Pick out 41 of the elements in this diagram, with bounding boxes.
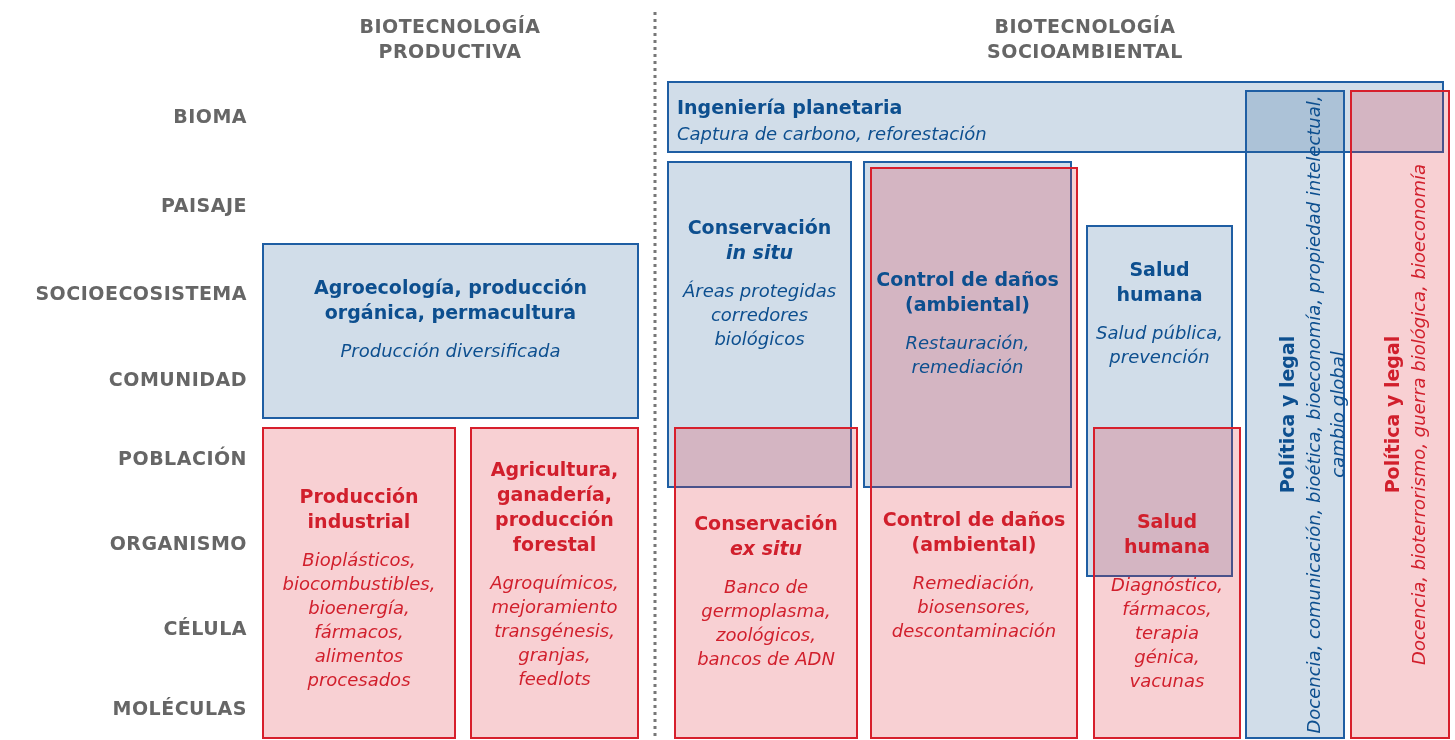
box-heading: Control de daños (ambiental) [881, 507, 1067, 557]
category-box [262, 243, 639, 419]
box-description: Restauración, remediación [904, 331, 1031, 379]
level-label: COMUNIDAD [108, 368, 247, 390]
category-box [262, 427, 456, 739]
box-heading: Salud humana [1123, 509, 1211, 559]
level-label: PAISAJE [161, 194, 247, 216]
section-heading: BIOTECNOLOGÍA SOCIOAMBIENTAL [986, 14, 1184, 64]
level-label: ORGANISMO [109, 532, 247, 554]
category-box [870, 167, 1078, 739]
level-label: MOLÉCULAS [112, 697, 247, 719]
box-heading: Conservación ex situ [693, 511, 839, 561]
level-label: CÉLULA [163, 617, 247, 639]
box-description: Áreas protegidas corredores biológicos [681, 279, 838, 351]
category-box [667, 161, 852, 488]
level-label: SOCIOECOSISTEMA [35, 282, 247, 304]
box-heading: Agricultura, ganadería, producción forestal [489, 457, 620, 557]
level-label: BIOMA [173, 105, 247, 127]
box-heading: Conservación in situ [686, 215, 833, 265]
category-box [1086, 225, 1233, 577]
box-description: Docencia, bioterrorismo, guerra biológica, bioeconomía [1407, 163, 1430, 667]
box-heading: Salud humana [1115, 257, 1204, 307]
category-box [1350, 90, 1450, 739]
level-label: POBLACIÓN [118, 447, 247, 469]
category-box [674, 427, 858, 739]
box-heading: Política y legal [1275, 334, 1299, 496]
box-heading: Producción industrial [298, 484, 420, 534]
section-heading: BIOTECNOLOGÍA PRODUCTIVA [358, 14, 542, 64]
category-box [1093, 427, 1241, 739]
box-description: Banco de germoplasma, zoológicos, bancos de ADN [696, 575, 836, 671]
box-heading: Agroecología, producción orgánica, permacultura [312, 275, 588, 325]
box-description: Bioplásticos, biocombustibles, bioenergía, fármacos, alimentos procesados [281, 548, 437, 692]
category-box [470, 427, 639, 739]
box-heading: Control de daños (ambiental) [875, 267, 1060, 317]
box-description: Agroquímicos, mejoramiento transgénesis, granjas, feedlots [488, 571, 620, 691]
box-description: Docencia, comunicación, bioética, bioeconomía, propiedad intelectual, cambio global [1302, 94, 1349, 736]
box-description: Producción diversificada [339, 339, 562, 363]
box-description: Remediación, biosensores, descontaminación [890, 571, 1058, 643]
box-heading: Política y legal [1380, 334, 1404, 496]
box-description: Salud pública, prevención [1096, 321, 1223, 369]
box-description: Diagnóstico, fármacos, terapia génica, vacunas [1110, 573, 1224, 693]
